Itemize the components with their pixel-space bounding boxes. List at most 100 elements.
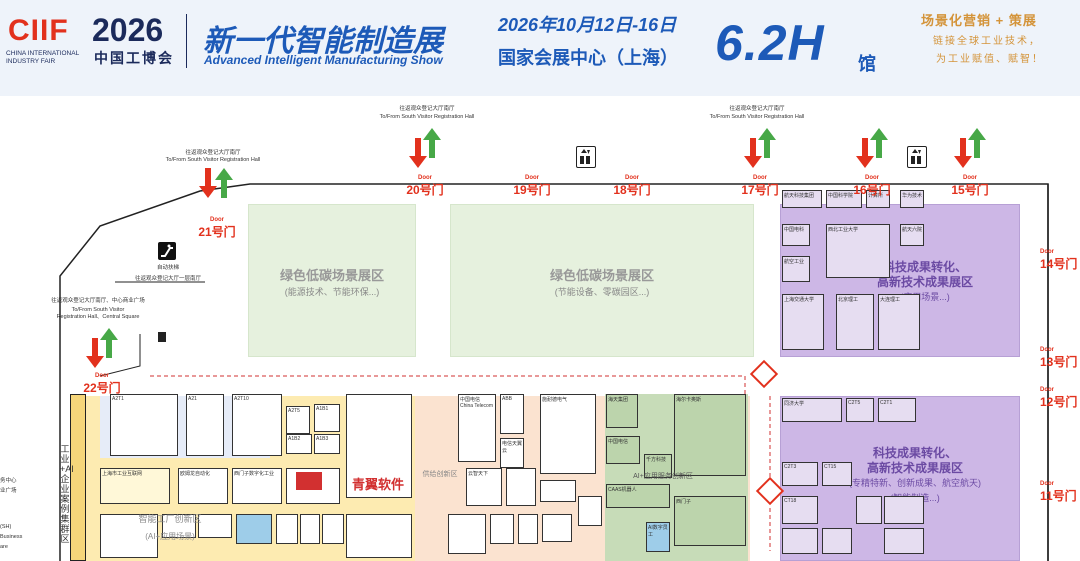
booth-l2[interactable]: ABB xyxy=(500,394,524,434)
booth-p-b4[interactable] xyxy=(884,496,924,524)
door-15-number: 15号门 xyxy=(951,183,989,197)
elevator-icon-2[interactable] xyxy=(907,146,927,168)
booth-p-b2[interactable] xyxy=(822,528,852,554)
booth-bottom-3[interactable] xyxy=(198,514,232,538)
booth-cloud[interactable]: 云智天下 xyxy=(466,468,502,506)
green-zone-1[interactable]: 绿色低碳场景展区 (能源技术、节能环保...) xyxy=(248,204,416,357)
bottom-left-5: are xyxy=(0,544,8,550)
bottom-left-2: 业广场 xyxy=(0,488,17,494)
door-18-word: Door xyxy=(625,175,639,181)
booth-p5[interactable]: 中国电科 xyxy=(782,224,810,246)
booth-mid-5[interactable] xyxy=(490,514,514,544)
purple-zone-2-sub: (专精特新、创新成果、航空航天) xyxy=(849,478,981,488)
hall-number: 6.2H xyxy=(715,15,825,71)
booth-mid-2[interactable] xyxy=(506,468,536,506)
booth-b2[interactable]: A1B2 xyxy=(286,434,312,454)
booth-c2[interactable]: C2T5 xyxy=(846,398,874,422)
booth-c3[interactable]: C2T1 xyxy=(878,398,916,422)
booth-large-left[interactable] xyxy=(346,394,412,498)
booth-p3[interactable]: 计算所 xyxy=(866,190,890,208)
sign-central-en2: Registration Hall、Central Square xyxy=(56,314,140,320)
booth-red-marker[interactable] xyxy=(296,472,322,490)
case-cluster-column[interactable] xyxy=(70,394,86,561)
booth-caas[interactable]: CAAS机器人 xyxy=(606,484,670,508)
booth-b3[interactable]: A1B3 xyxy=(314,434,340,454)
booth-l3[interactable]: 施耐德电气 xyxy=(540,394,596,474)
booth-c6[interactable]: CT18 xyxy=(782,496,818,524)
booth-p12[interactable]: 同济大学 xyxy=(782,398,842,422)
booth-mid-6[interactable] xyxy=(518,514,538,544)
booth-a21[interactable]: A21 xyxy=(186,394,224,456)
booth-l1[interactable]: 中国电信 China Telecom xyxy=(458,394,496,462)
booth-p-b1[interactable] xyxy=(782,528,818,554)
booth-w1[interactable]: 欧姆龙自动化 xyxy=(178,468,228,504)
purple-zone-1-title: 科技成果转化、 高新技术成果展区 (应用场景...) xyxy=(840,260,1010,305)
booth-tele[interactable]: 电信天翼云 xyxy=(500,438,524,468)
booth-p1[interactable]: 航天科技集团 xyxy=(782,190,822,208)
booth-a2t5[interactable]: A2T5 xyxy=(286,406,310,434)
purple-zone-2-title-l2: 高新技术成果展区 xyxy=(866,461,963,475)
booth-p6[interactable]: 西北工业大学 xyxy=(826,224,890,278)
booth-p-b3[interactable] xyxy=(856,496,882,524)
door-22-word: Door xyxy=(95,373,109,379)
show-title-cn: 新一代智能制造展 xyxy=(203,25,443,58)
show-title-en: Advanced Intelligent Manufacturing Show xyxy=(204,53,443,67)
booth-y1[interactable]: 上海市工业互联网 xyxy=(100,468,170,504)
booth-g3[interactable]: 海尔卡奥斯 xyxy=(674,394,746,476)
bottom-left-3: (SH) xyxy=(0,524,12,530)
booth-g4[interactable]: 西门子 xyxy=(674,496,746,546)
booth-p-b5[interactable] xyxy=(884,528,924,554)
booth-mid-7[interactable] xyxy=(542,514,572,542)
booth-bottom-4[interactable] xyxy=(276,514,298,544)
booth-c4[interactable]: C2T3 xyxy=(782,462,818,486)
sign-south-reg-1-en: To/From South Visitor Registration Hall xyxy=(165,157,261,163)
booth-b1[interactable]: A1B1 xyxy=(314,404,340,432)
supply-chain-label: 供给创新区 xyxy=(422,471,458,478)
booth-p4[interactable]: 华为技术 xyxy=(900,190,924,208)
booth-c5[interactable]: CT15 xyxy=(822,462,852,486)
door-16-arrows xyxy=(856,128,888,168)
door-21-number: 21号门 xyxy=(198,225,236,239)
booth-a2t10[interactable]: A2T10 xyxy=(232,394,282,456)
booth-kfc[interactable]: 千方科技 xyxy=(644,454,672,478)
booth-bottom-blue[interactable] xyxy=(236,514,272,544)
booth-p9[interactable]: 上海交通大学 xyxy=(782,294,824,350)
booth-p8[interactable]: 航空工业 xyxy=(782,256,810,282)
booth-ai2[interactable]: AI数字员工 xyxy=(646,522,670,552)
escalator-icon[interactable] xyxy=(158,242,176,260)
booth-p2[interactable]: 中国科学院 xyxy=(826,190,862,208)
booth-a2t1[interactable]: A2T1 xyxy=(110,394,178,456)
purple-zone-2-title-l1: 科技成果转化、 xyxy=(872,446,957,460)
booth-mid-4[interactable] xyxy=(448,514,486,554)
elevator-glyph-1 xyxy=(580,149,590,164)
booth-bottom-6[interactable] xyxy=(322,514,344,544)
door-17-word: Door xyxy=(753,175,767,181)
booth-bottom-1[interactable] xyxy=(100,514,158,558)
booth-w2[interactable]: 西门子数字化工业 xyxy=(232,468,282,504)
elevator-icon-1[interactable] xyxy=(576,146,596,168)
booth-g2[interactable]: 中国电信 xyxy=(606,436,640,464)
booth-g1[interactable]: 海天集团 xyxy=(606,394,638,428)
booth-p10[interactable]: 北京理工 xyxy=(836,294,874,350)
booth-p11[interactable]: 大连理工 xyxy=(878,294,920,350)
booth-bottom-2[interactable] xyxy=(162,514,196,538)
booth-bottom-7[interactable] xyxy=(346,514,412,558)
booth-mid-3[interactable] xyxy=(540,480,576,502)
green-zone-1-sub: (能源技术、节能环保...) xyxy=(284,287,380,297)
booth-p7[interactable]: 航天六院 xyxy=(900,224,924,246)
green-zone-2[interactable]: 绿色低碳场景展区 (节能设备、零碳园区...) xyxy=(450,204,754,357)
door-14-word: Door xyxy=(1040,249,1054,255)
door-22-arrows xyxy=(86,328,118,368)
booth-bottom-5[interactable] xyxy=(300,514,320,544)
booth-mid-8[interactable] xyxy=(578,496,602,526)
